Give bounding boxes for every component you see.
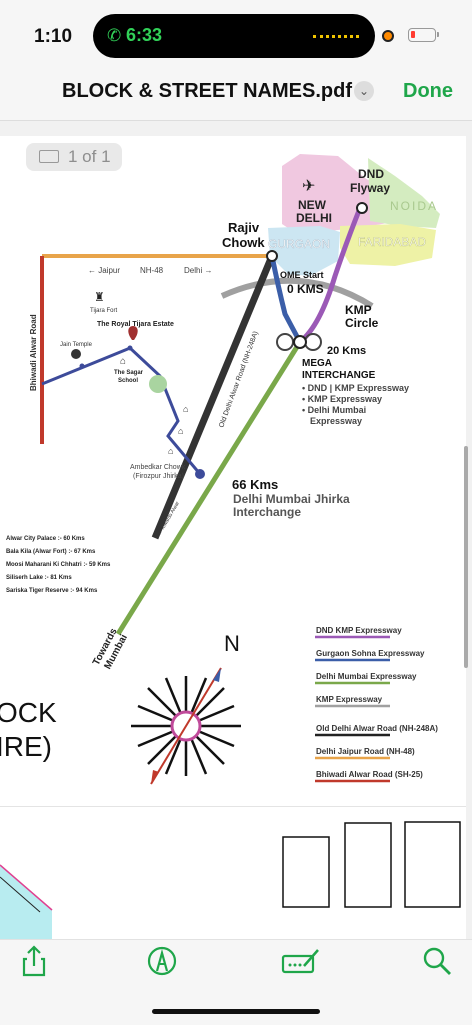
- nh48-right-label: Delhi →: [184, 266, 212, 275]
- park-area: [149, 375, 167, 393]
- status-time: 1:10: [34, 26, 73, 47]
- school-icon: ⌂: [120, 356, 126, 367]
- bhiwadi-road-label: Bhiwadi Alwar Road: [29, 314, 38, 391]
- royal-tijara-label: The Royal Tijara Estate: [97, 321, 174, 328]
- call-duration: 6:33: [126, 25, 163, 45]
- nh48-left-label: ← Jaipur: [88, 266, 120, 275]
- monument-icon: ⌂: [178, 426, 183, 436]
- home-indicator[interactable]: [152, 1009, 320, 1014]
- legend-label: KMP Expressway: [316, 695, 383, 704]
- palace-icon: ⌂: [183, 404, 188, 414]
- jain-temple-label: Jain Temple: [60, 342, 93, 348]
- audio-wave-icon: [313, 35, 359, 38]
- pdf-page-lower: [0, 806, 466, 939]
- airplane-icon: ✈: [302, 178, 315, 195]
- plot-area: [0, 865, 52, 939]
- interchange-loop-right: [304, 333, 322, 351]
- site-plan-fragment: [0, 821, 461, 939]
- ambedkar-chowk-label: Ambedkar Chowk(Firozpur Jhirka): [130, 464, 186, 480]
- old-delhi-alwar-route: [151, 254, 276, 540]
- share-icon[interactable]: [14, 942, 54, 982]
- towards-mumbai-label: Towards Mumbai: [91, 626, 130, 671]
- vertical-scrollbar[interactable]: [464, 446, 468, 668]
- map-legend: DND KMP Expressway Gurgaon Sohna Express…: [315, 626, 438, 783]
- kmp-expressway-route: [220, 277, 374, 309]
- gurgaon-label: GURGAON: [268, 237, 330, 251]
- legend-label: Delhi Jaipur Road (NH-48): [316, 747, 415, 756]
- legend-label: Delhi Mumbai Expressway: [316, 672, 417, 681]
- recording-dot-icon: [382, 30, 394, 42]
- local-road-node: [127, 345, 133, 351]
- noida-label: NOIDA: [390, 199, 438, 213]
- block-title-text-2: IRE): [0, 731, 52, 762]
- delhi-mumbai-route: [115, 340, 303, 636]
- gurgaon-region: [268, 226, 340, 276]
- search-icon[interactable]: [418, 942, 458, 982]
- document-title[interactable]: BLOCK & STREET NAMES.pdf: [62, 80, 352, 102]
- local-road-node-2: [79, 363, 85, 369]
- twenty-kms-label: 20 Kms: [327, 345, 366, 357]
- block-title-text-1: OCK: [0, 697, 57, 728]
- dnd-kmp-route: [298, 207, 363, 344]
- compass-north-label: N: [224, 631, 240, 656]
- navigation-bar: BLOCK & STREET NAMES.pdf ⌄ Done: [0, 70, 472, 121]
- thumbnails-icon: [39, 150, 59, 163]
- legend-label: Old Delhi Alwar Road (NH-248A): [316, 724, 438, 733]
- title-menu-chevron-icon[interactable]: ⌄: [354, 81, 374, 101]
- markup-pen-icon[interactable]: [142, 942, 182, 982]
- page-indicator[interactable]: 1 of 1: [26, 143, 122, 171]
- signature-icon[interactable]: [280, 942, 320, 982]
- plot-rect-2: [344, 822, 392, 908]
- page-count-label: 1 of 1: [68, 147, 111, 166]
- battery-icon: [408, 28, 439, 42]
- legend-label: Gurgaon Sohna Expressway: [316, 649, 425, 658]
- tijara-fort-label: Tijara Fort: [90, 308, 117, 314]
- distance-list: Alwar City Palace :- 60 Kms Bala Kila (A…: [6, 536, 112, 594]
- ambedkar-chowk-marker: [195, 469, 205, 479]
- temple-icon: [71, 349, 81, 359]
- compass-rose-icon: [131, 667, 241, 785]
- plot-rect-1: [282, 836, 330, 908]
- monument-icon-2: ⌂: [168, 446, 173, 456]
- mega-interchange-node: [293, 335, 307, 349]
- legend-label: Bhiwadi Alwar Road (SH-25): [316, 770, 423, 779]
- nh48-mid-label: NH-48: [140, 266, 164, 275]
- gurgaon-sohna-route: [269, 255, 303, 344]
- faridabad-label: FARIDABAD: [358, 235, 426, 249]
- fort-icon: ♜: [94, 290, 105, 304]
- plot-boundary-line: [0, 864, 53, 911]
- plot-rect-3: [404, 821, 461, 908]
- dnd-node: [356, 202, 368, 214]
- noida-region: [368, 158, 440, 228]
- local-road-route: [41, 346, 202, 475]
- mega-interchange-list: • DND | KMP Expressway • KMP Expressway …: [302, 383, 412, 426]
- legend-label: DND KMP Expressway: [316, 626, 402, 635]
- sixty-six-kms-label: 66 Kms: [232, 477, 278, 492]
- faridabad-region: [340, 224, 436, 266]
- zero-kms-label: 0 KMS: [287, 282, 324, 296]
- done-button[interactable]: Done: [403, 80, 453, 102]
- rajiv-chowk-node: [266, 250, 278, 262]
- phone-icon: ✆: [107, 26, 122, 45]
- status-bar: 1:10 ✆ 6:33: [0, 0, 472, 70]
- home-start-label: OME Start: [280, 270, 324, 280]
- interchange-loop-left: [276, 333, 294, 351]
- dynamic-island-call[interactable]: ✆ 6:33: [93, 14, 375, 58]
- location-pin-icon: [128, 326, 138, 340]
- plot-line: [0, 876, 41, 913]
